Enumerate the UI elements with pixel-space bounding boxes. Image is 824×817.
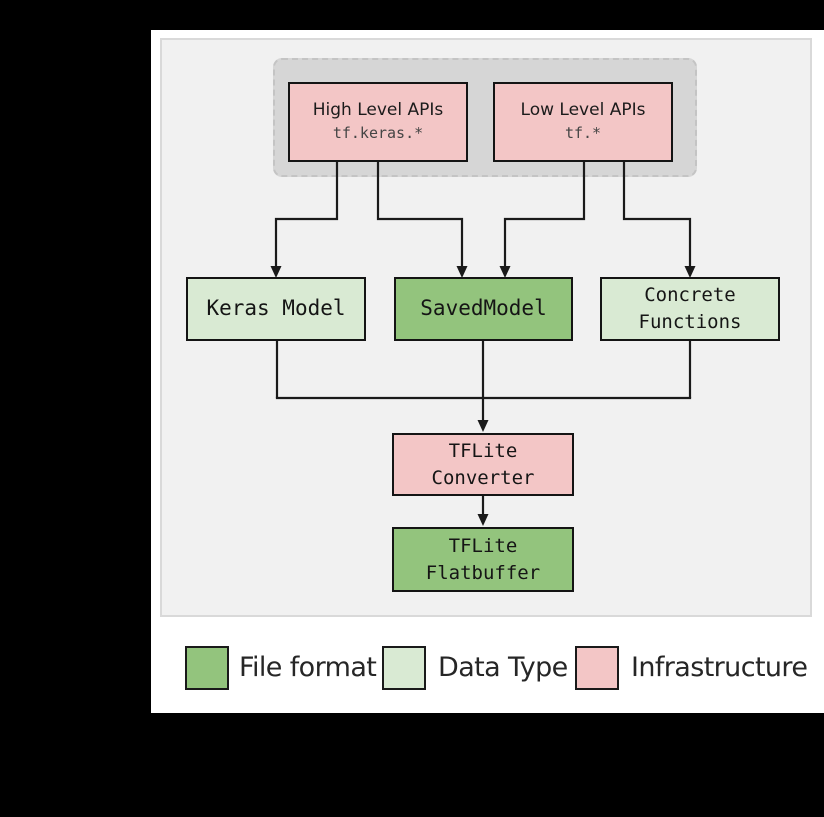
- node-label-line: TFLite: [448, 534, 518, 557]
- node-tflite-flatbuffer: TFLite Flatbuffer: [392, 527, 574, 592]
- node-label-line: TFLite: [448, 439, 518, 462]
- node-label: SavedModel: [420, 296, 547, 321]
- node-low-level-apis: Low Level APIs tf.*: [493, 82, 673, 162]
- legend-swatch-file-format: [185, 646, 229, 690]
- node-label-line: Functions: [638, 311, 742, 333]
- node-saved-model: SavedModel: [394, 277, 573, 341]
- node-label: Keras Model: [206, 296, 346, 321]
- node-tflite-converter: TFLite Converter: [392, 433, 574, 496]
- legend-swatch-infrastructure: [575, 646, 619, 690]
- node-code: tf.*: [564, 124, 602, 143]
- legend-swatch-data-type: [382, 646, 426, 690]
- node-label-line: Concrete: [644, 284, 736, 307]
- node-label-line: Converter: [431, 466, 535, 489]
- node-concrete-functions: Concrete Functions: [600, 277, 780, 341]
- legend-label-data-type: Data Type: [438, 652, 568, 683]
- legend-label-infrastructure: Infrastructure: [631, 652, 808, 683]
- node-code: tf.keras.*: [332, 124, 424, 143]
- node-keras-model: Keras Model: [186, 277, 366, 341]
- node-title: Low Level APIs: [520, 100, 646, 121]
- node-high-level-apis: High Level APIs tf.keras.*: [288, 82, 468, 162]
- node-title: High Level APIs: [312, 100, 444, 121]
- node-label-line: Flatbuffer: [425, 561, 541, 584]
- legend-label-file-format: File format: [239, 652, 377, 683]
